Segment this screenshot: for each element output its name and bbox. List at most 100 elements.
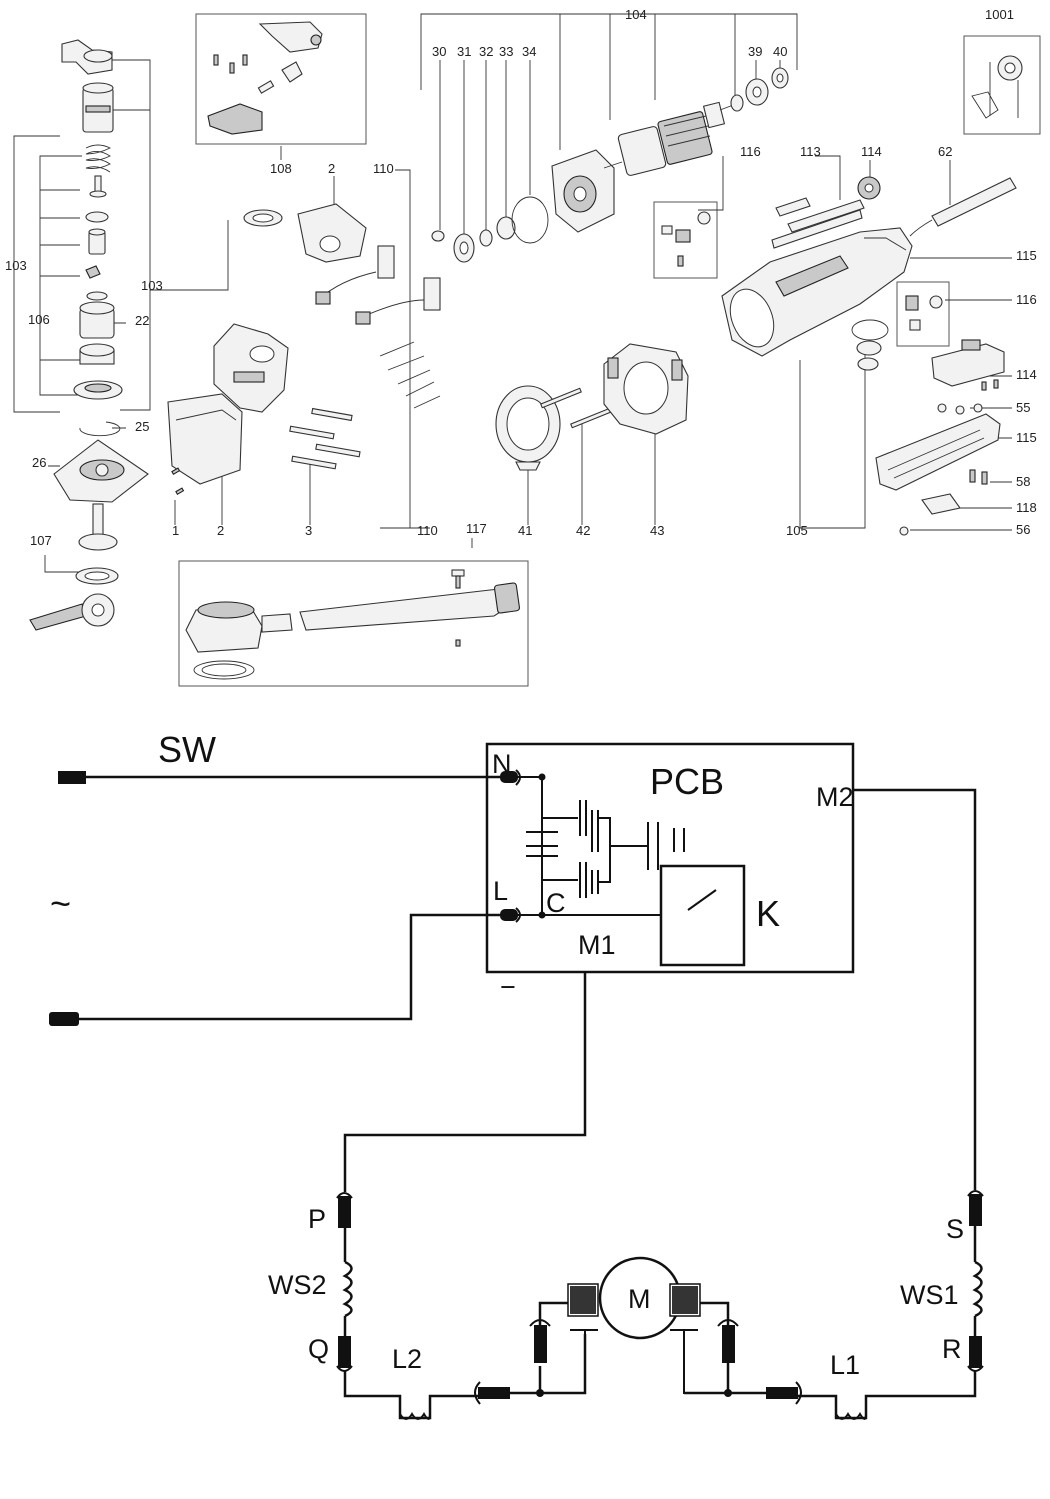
part-114-switch-knob bbox=[857, 176, 881, 200]
callout-106: 106 bbox=[28, 312, 50, 327]
part-32-washer bbox=[479, 229, 493, 247]
callout-41: 41 bbox=[518, 523, 532, 538]
part-26-sanding-plate bbox=[53, 439, 149, 503]
part-saw-blade bbox=[29, 593, 115, 631]
label-sw: SW bbox=[158, 729, 216, 770]
mains-plug-bottom bbox=[49, 1012, 79, 1026]
part-58-screws bbox=[969, 469, 988, 485]
terminal-p bbox=[336, 1192, 353, 1228]
part-washer bbox=[85, 211, 109, 223]
label-q: Q bbox=[308, 1334, 329, 1364]
label-ws2: WS2 bbox=[268, 1270, 327, 1300]
capacitor-small bbox=[526, 831, 558, 857]
part-108-screws bbox=[213, 54, 275, 94]
part-bearing-large bbox=[73, 380, 123, 400]
label-pcb: PCB bbox=[650, 761, 724, 802]
callout-62: 62 bbox=[938, 144, 952, 159]
label-l: L bbox=[493, 876, 508, 906]
bracket-103-left bbox=[13, 135, 60, 413]
mains-plug-top bbox=[58, 771, 86, 784]
group-box-116b bbox=[896, 281, 950, 347]
bracket-104-ticks bbox=[559, 14, 736, 150]
inductor-l2 bbox=[399, 1412, 431, 1420]
part-1-screws bbox=[171, 467, 185, 495]
callout-58: 58 bbox=[1016, 474, 1030, 489]
callout-33: 33 bbox=[499, 44, 513, 59]
part-107-ring bbox=[75, 567, 119, 585]
part-33-sleeve bbox=[496, 216, 516, 240]
part-22-nut bbox=[79, 291, 115, 339]
bracket-103-mid bbox=[112, 59, 151, 411]
label-l2: L2 bbox=[392, 1344, 422, 1374]
label-m2: M2 bbox=[816, 782, 854, 812]
part-117-dust-adapter bbox=[185, 601, 293, 680]
callout-1001: 1001 bbox=[985, 7, 1014, 22]
callout-1: 1 bbox=[172, 523, 179, 538]
part-2-cover-plate bbox=[297, 203, 367, 263]
part-107-spindle bbox=[78, 503, 118, 551]
terminal-n bbox=[500, 771, 518, 783]
callout-40: 40 bbox=[773, 44, 787, 59]
terminal-left-brush-side bbox=[529, 1319, 551, 1363]
bracket-110 bbox=[380, 169, 430, 529]
callout-107: 107 bbox=[30, 533, 52, 548]
callout-2-top: 2 bbox=[328, 161, 335, 176]
group-box-108 bbox=[195, 13, 367, 145]
callout-55: 55 bbox=[1016, 400, 1030, 415]
part-clip bbox=[85, 265, 101, 279]
label-l1: L1 bbox=[830, 1350, 860, 1380]
part-42-screws bbox=[540, 387, 612, 429]
terminal-r bbox=[967, 1336, 984, 1372]
part-34-o-ring bbox=[511, 196, 549, 244]
callout-2-bottom: 2 bbox=[217, 523, 224, 538]
part-40-bearing bbox=[771, 67, 789, 89]
part-43-stator bbox=[603, 343, 689, 435]
callout-3: 3 bbox=[305, 523, 312, 538]
wire-m1 bbox=[343, 972, 587, 1192]
callout-114-right: 114 bbox=[1016, 367, 1037, 382]
label-ws1: WS1 bbox=[900, 1280, 959, 1310]
capacitor-c3 bbox=[591, 810, 599, 852]
capacitor-large bbox=[647, 822, 685, 870]
exploded-parts-view: 104 1001 30 31 32 33 34 39 40 108 2 110 … bbox=[5, 7, 1041, 687]
part-31-bearing bbox=[453, 233, 475, 263]
wire-left-brush-top bbox=[538, 1301, 568, 1325]
callout-116-right: 116 bbox=[1016, 292, 1037, 307]
callout-105: 105 bbox=[786, 523, 808, 538]
wire-m2 bbox=[853, 788, 977, 1190]
part-105-ring bbox=[851, 319, 889, 371]
callout-104: 104 bbox=[625, 7, 647, 22]
callout-110-bottom: 110 bbox=[417, 523, 438, 538]
part-sleeve-pin bbox=[88, 228, 106, 255]
label-p: P bbox=[308, 1204, 326, 1234]
part-116-brush-holder-a bbox=[661, 211, 711, 267]
part-108-bracket bbox=[207, 103, 263, 135]
wire-right-brush-top bbox=[700, 1301, 730, 1325]
part-103-bearing bbox=[243, 209, 283, 227]
callout-114-top: 114 bbox=[861, 144, 882, 159]
part-bearing-ring bbox=[79, 343, 115, 365]
relay-k-box bbox=[659, 864, 746, 967]
label-tilde: ~ bbox=[50, 883, 71, 924]
callout-116-top: 116 bbox=[740, 144, 761, 159]
coil-ws2 bbox=[342, 1260, 353, 1318]
callout-115-top: 115 bbox=[1016, 248, 1037, 263]
callout-110-top: 110 bbox=[373, 161, 394, 176]
part-108-lever bbox=[258, 21, 323, 53]
part-2-front-cover bbox=[167, 393, 243, 485]
capacitor-c4 bbox=[591, 870, 599, 894]
label-motor: M bbox=[628, 1284, 651, 1314]
part-bearing-washer bbox=[730, 94, 744, 112]
terminal-s bbox=[967, 1190, 984, 1226]
group-box-1001 bbox=[963, 35, 1041, 135]
wiring-diagram: SW ~ − N PCB M2 L C K M1 bbox=[49, 729, 984, 1420]
label-k: K bbox=[756, 893, 780, 934]
part-spindle-sleeve bbox=[82, 82, 114, 133]
label-s: S bbox=[946, 1214, 964, 1244]
part-3-screws bbox=[289, 407, 361, 470]
carbon-brush-right bbox=[669, 1283, 701, 1317]
brush-spring-left bbox=[570, 1329, 598, 1394]
part-56-screw bbox=[899, 526, 909, 536]
part-110-brush-cable bbox=[315, 245, 441, 325]
